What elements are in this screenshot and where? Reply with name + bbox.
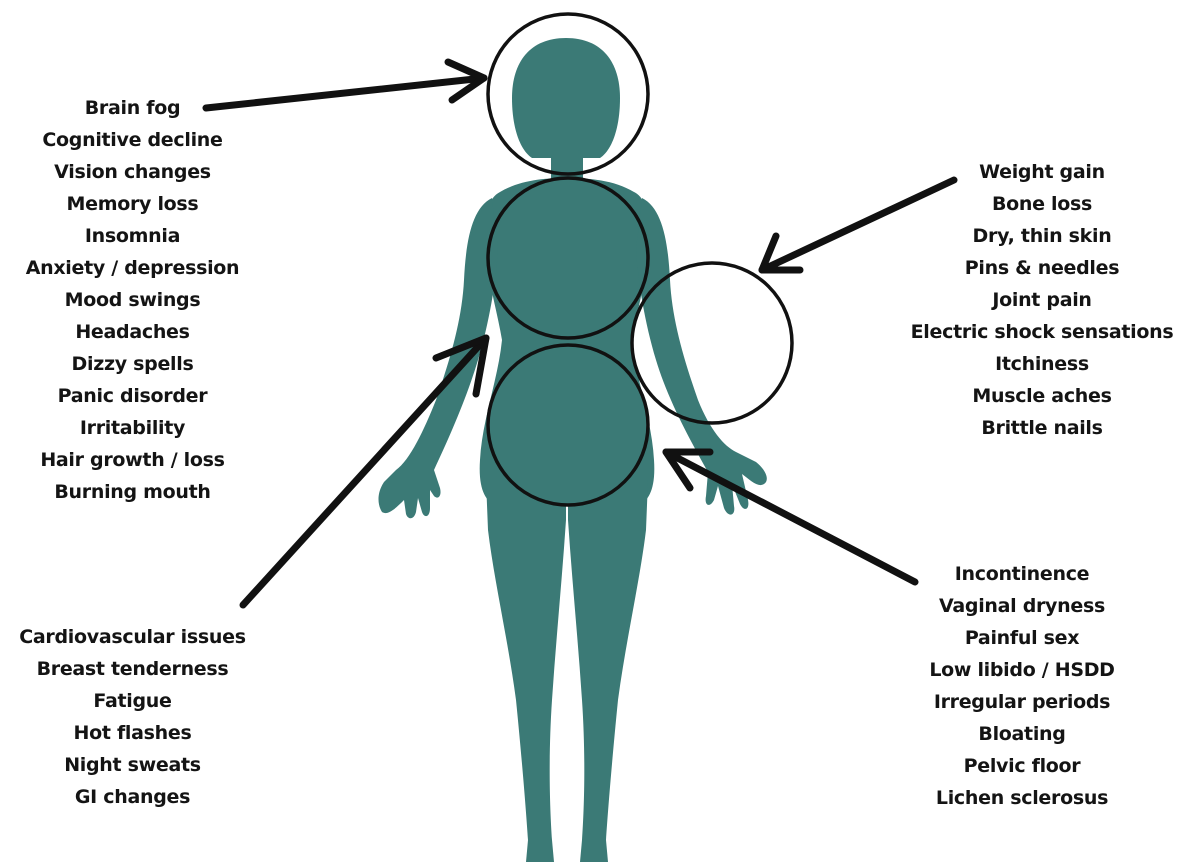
symptom-label: Burning mouth [10,476,255,508]
symptom-label: Lichen sclerosus [900,782,1144,814]
symptom-label: Hair growth / loss [10,444,255,476]
symptom-label: Vision changes [10,156,255,188]
symptom-label: Pins & needles [900,252,1184,284]
right-leg-shape [568,480,648,862]
symptom-label: Hot flashes [5,717,260,749]
symptom-label: Headaches [10,316,255,348]
arrow-pelvis-region [666,452,915,582]
symptom-label: Panic disorder [10,380,255,412]
symptom-label: Brain fog [10,92,255,124]
torso-shape [480,178,655,505]
symptom-label: Pelvic floor [900,750,1144,782]
left-leg-shape [486,480,566,862]
head-shape [512,38,620,158]
symptom-label: Electric shock sensations [900,316,1184,348]
symptom-label: Breast tenderness [5,653,260,685]
symptom-label: Dizzy spells [10,348,255,380]
symptom-label: GI changes [5,781,260,813]
symptom-label: Memory loss [10,188,255,220]
symptom-label: Irritability [10,412,255,444]
symptom-label: Bone loss [900,188,1184,220]
symptom-label: Itchiness [900,348,1184,380]
symptom-label: Cardiovascular issues [5,621,260,653]
symptom-label: Cognitive decline [10,124,255,156]
symptom-label: Incontinence [900,558,1144,590]
symptom-label: Low libido / HSDD [900,654,1144,686]
symptom-label: Joint pain [900,284,1184,316]
symptom-label: Muscle aches [900,380,1184,412]
arrow-torso-region [243,338,486,605]
symptom-label: Dry, thin skin [900,220,1184,252]
symptom-label: Irregular periods [900,686,1144,718]
symptom-label: Bloating [900,718,1144,750]
symptom-label: Night sweats [5,749,260,781]
symptom-label: Brittle nails [900,412,1184,444]
symptom-label: Anxiety / depression [10,252,255,284]
symptom-label: Fatigue [5,685,260,717]
symptom-label: Mood swings [10,284,255,316]
symptom-label: Vaginal dryness [900,590,1144,622]
symptom-label: Painful sex [900,622,1144,654]
symptom-label: Insomnia [10,220,255,252]
symptom-label: Weight gain [900,156,1184,188]
